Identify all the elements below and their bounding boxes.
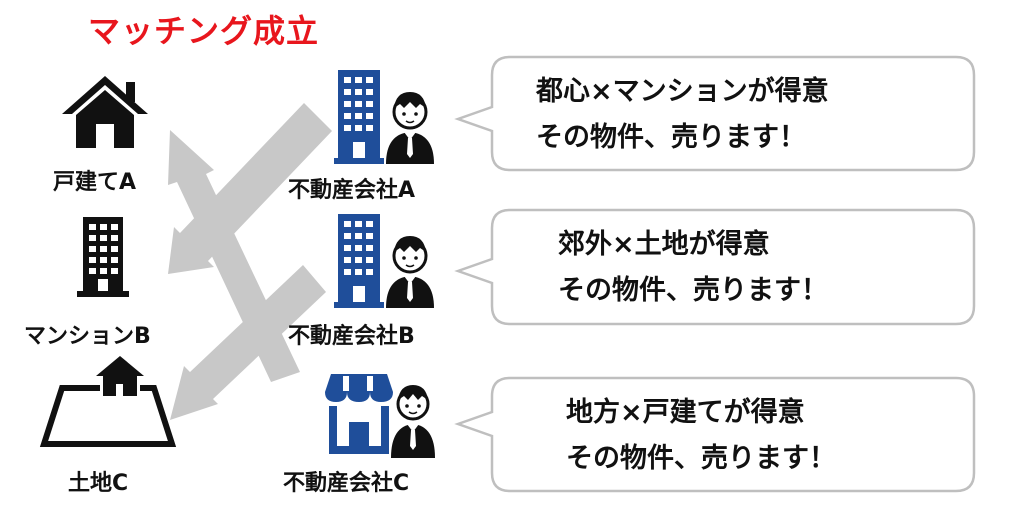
bubble-c-text: 地方×戸建てが得意 その物件、売ります！ [566,390,836,482]
bubble-b-line1: 郊外×土地が得意 [558,229,770,260]
arrow-company-c-to-land-c [170,265,326,420]
businessperson-icon [386,92,434,164]
businessperson-icon [386,236,434,308]
company-label-a: 不動産会社A [288,178,416,203]
building-icon [77,217,129,297]
company-a-icon [334,70,434,164]
property-label-house-a: 戸建てA [53,170,137,195]
house-icon [62,76,148,148]
company-label-c: 不動産会社C [283,471,410,496]
company-c-icon [325,374,435,458]
bubble-b-text: 郊外×土地が得意 その物件、売ります！ [558,222,828,314]
bubble-c-line2: その物件、売ります！ [566,443,836,474]
speech-bubble-a [454,55,976,172]
company-b-icon [334,214,434,308]
bubble-a-text: 都心×マンションが得意 その物件、売ります！ [536,69,829,161]
diagram-title: マッチング成立 [88,12,320,50]
speech-bubble-c [454,376,976,493]
bubble-c-line1: 地方×戸建てが得意 [566,397,805,428]
bubble-b-line2: その物件、売ります！ [558,275,828,306]
businessperson-icon [391,385,435,458]
bubble-a-line1: 都心×マンションが得意 [536,76,829,107]
property-label-land-c: 土地C [68,471,129,496]
bubble-a-line2: その物件、売ります！ [536,122,806,153]
speech-bubble-b [454,208,976,326]
storefront-icon [325,374,393,454]
property-label-mansion-b: マンションB [24,324,151,349]
company-label-b: 不動産会社B [288,324,415,349]
office-building-icon [334,214,384,308]
office-building-icon [334,70,384,164]
land-icon [39,356,177,447]
